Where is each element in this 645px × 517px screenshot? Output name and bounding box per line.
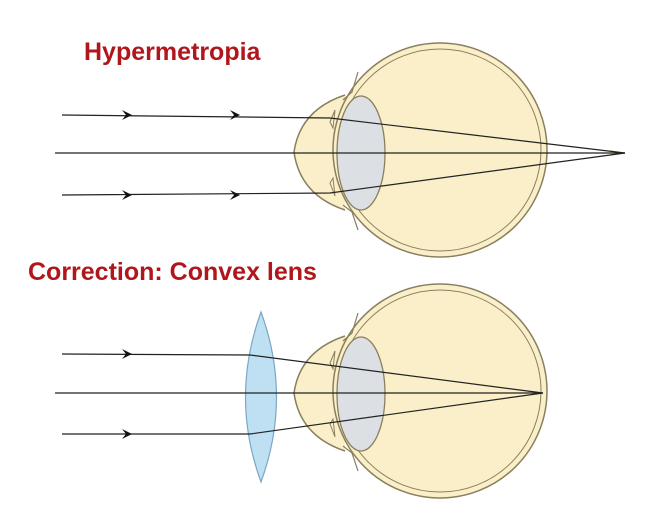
arrow-icons-bottom [122,349,132,439]
arrow-icons-top [122,110,240,200]
title-hypermetropia: Hypermetropia [84,38,261,66]
rays-top [55,114,626,196]
eye-hypermetropic [293,42,625,258]
title-correction: Correction: Convex lens [28,258,317,286]
rays-bottom [55,353,544,435]
convex-lens [244,310,278,484]
eye-corrected [293,283,548,499]
